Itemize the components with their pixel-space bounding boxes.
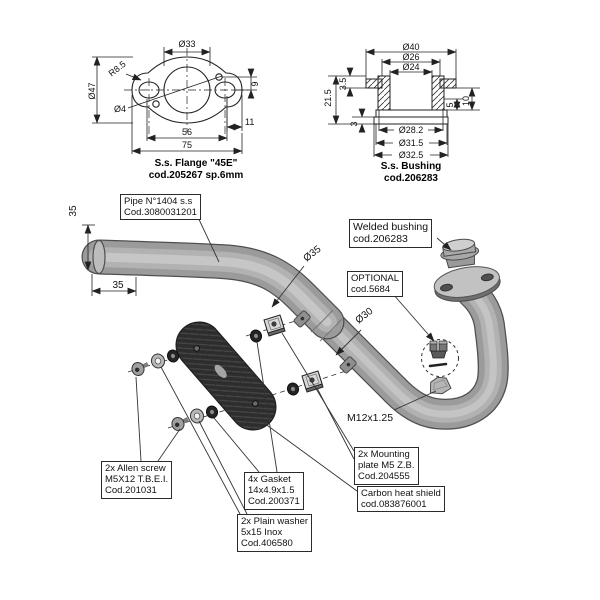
bushing-dim-d31-5: Ø31.5: [399, 138, 424, 148]
flange-2d-drawing: [92, 47, 257, 155]
gasket-label-line3: Cod.200371: [248, 496, 300, 508]
welded-bushing-part: [440, 238, 480, 269]
bushing-base-lower: [373, 116, 449, 125]
pipe-lower-run: [304, 277, 509, 430]
bushing-dimension-lines: [328, 48, 480, 159]
bushing-dim-d26: Ø26: [402, 52, 419, 62]
mounting-plate-label-line2: plate M5 Z.B.: [358, 460, 415, 472]
flange-dim-9: 9: [250, 81, 260, 86]
flange-dim-d47: Ø47: [87, 82, 97, 99]
flange-small-hole-bottom: [152, 100, 160, 108]
bushing-dim-21-5: 21.5: [323, 89, 333, 107]
plain-washer-2: [189, 408, 205, 424]
optional-plug-slot: [428, 362, 448, 368]
welded-bushing-label: Welded bushing cod.206283: [349, 219, 433, 248]
pipe-weld-tab-lower: [339, 356, 357, 374]
pipe-end-flange: [433, 266, 501, 302]
shield-logo: [214, 364, 227, 378]
flange-dim-d33: Ø33: [178, 39, 195, 49]
flange-dim-r85: R8.5: [107, 59, 128, 79]
plain-washer-label-line1: 2x Plain washer: [241, 516, 309, 527]
plain-washer-label: 2x Plain washer 5x15 Inox Cod.406580: [237, 514, 313, 552]
pipe-upper-run: [81, 239, 345, 340]
gasket-1: [166, 349, 180, 363]
plain-washer-label-line2: 5x15 Inox: [241, 527, 283, 539]
optional-label: OPTIONAL cod.5684: [347, 271, 404, 298]
leader-lines: [135, 212, 452, 515]
flange-centerlines: [124, 48, 252, 140]
welded-bushing-label-line1: Welded bushing: [353, 221, 429, 233]
bushing-dim-d32-5: Ø32.5: [399, 150, 424, 160]
optional-label-line1: OPTIONAL: [351, 273, 400, 284]
bushing-dim-5: 5: [445, 102, 455, 107]
sensor-nut: [429, 376, 452, 395]
thread-size-label: M12x1.25: [347, 412, 394, 424]
pipe-dim-d30: Ø30: [354, 306, 376, 327]
allen-screw-label-line3: Cod.201031: [105, 485, 157, 497]
bushing-dim-3: 3: [349, 121, 359, 126]
bushing-dim-d28-2: Ø28.2: [399, 125, 424, 135]
allen-screw-1: [131, 362, 149, 376]
heat-shield-label: Carbon heat shield cod.083876001: [357, 486, 445, 513]
bushing-dim-3-5: 3.5: [338, 78, 348, 91]
flange-dim-d4: Ø4: [114, 104, 126, 114]
gasket-4: [286, 382, 300, 396]
bushing-wall-left: [377, 75, 391, 111]
flange-dim-75: 75: [182, 140, 192, 150]
carbon-heat-shield: [175, 321, 277, 431]
gasket-3: [249, 329, 263, 343]
pipe-step-rings: [310, 309, 343, 342]
bushing-2d-drawing: [328, 48, 480, 159]
pipe-dim-d35: Ø35: [302, 244, 324, 265]
bushing-caption: S.s. Bushing cod.206283: [351, 161, 471, 184]
pipe-label: Pipe N°1404 s.s Cod.3080031201: [120, 194, 201, 221]
flange-caption-line1: S.s. Flange "45E": [154, 158, 238, 169]
pipe-dim-35-vertical: 35: [68, 205, 79, 217]
assembly-dimension-lines: [82, 224, 137, 296]
flange-dim-56: 56: [182, 127, 192, 137]
allen-screw-label-line1: 2x Allen screw: [105, 463, 166, 474]
plain-washer-1: [150, 353, 166, 369]
allen-screw-label-line2: M5X12 T.B.E.I.: [105, 474, 169, 486]
welded-bushing-label-line2: cod.206283: [353, 233, 408, 246]
flange-caption-line2: cod.205267 sp.6mm: [148, 169, 244, 181]
gasket-label: 4x Gasket 14x4.9x1.5 Cod.200371: [244, 472, 304, 510]
mounting-plate-label-line1: 2x Mounting: [358, 449, 410, 460]
bushing-base-upper: [375, 109, 448, 118]
mounting-plate-label-line3: Cod.204555: [358, 471, 410, 483]
pipe-dim-35-horizontal: 35: [112, 280, 124, 291]
optional-plug: [429, 340, 448, 359]
pipe-label-line1: Pipe N°1404 s.s: [124, 196, 193, 207]
mounting-plate-2: [301, 370, 324, 393]
bushing-caption-line1: S.s. Bushing: [380, 161, 442, 172]
mounting-plate-label: 2x Mounting plate M5 Z.B. Cod.204555: [354, 447, 419, 485]
allen-screw-2: [171, 417, 189, 431]
pipe-assembly: [81, 212, 509, 515]
heat-shield-label-line1: Carbon heat shield: [361, 488, 441, 499]
bushing-caption-line2: cod.206283: [384, 172, 438, 184]
pipe-label-line2: Cod.3080031201: [124, 207, 197, 219]
bushing-wall-right: [431, 75, 445, 111]
flange-dim-11: 11: [245, 117, 254, 127]
pipe-weld-tab-upper: [293, 310, 311, 328]
gasket-2: [205, 405, 219, 419]
bushing-dim-10: 10: [461, 96, 471, 106]
optional-label-line2: cod.5684: [351, 284, 391, 296]
flange-dimension-lines: [92, 47, 257, 155]
allen-screw-label: 2x Allen screw M5X12 T.B.E.I. Cod.201031: [101, 461, 173, 499]
pipe-end-cap: [92, 239, 106, 275]
bushing-dim-d24: Ø24: [402, 62, 419, 72]
gasket-label-line1: 4x Gasket: [248, 474, 291, 485]
flange-caption: S.s. Flange "45E" cod.205267 sp.6mm: [120, 158, 272, 181]
heat-shield-label-line2: cod.083876001: [361, 499, 427, 511]
bushing-dim-d40: Ø40: [402, 42, 419, 52]
plain-washer-label-line3: Cod.406580: [241, 538, 293, 550]
mounting-plate-1: [263, 314, 286, 337]
gasket-label-line2: 14x4.9x1.5: [248, 485, 295, 497]
